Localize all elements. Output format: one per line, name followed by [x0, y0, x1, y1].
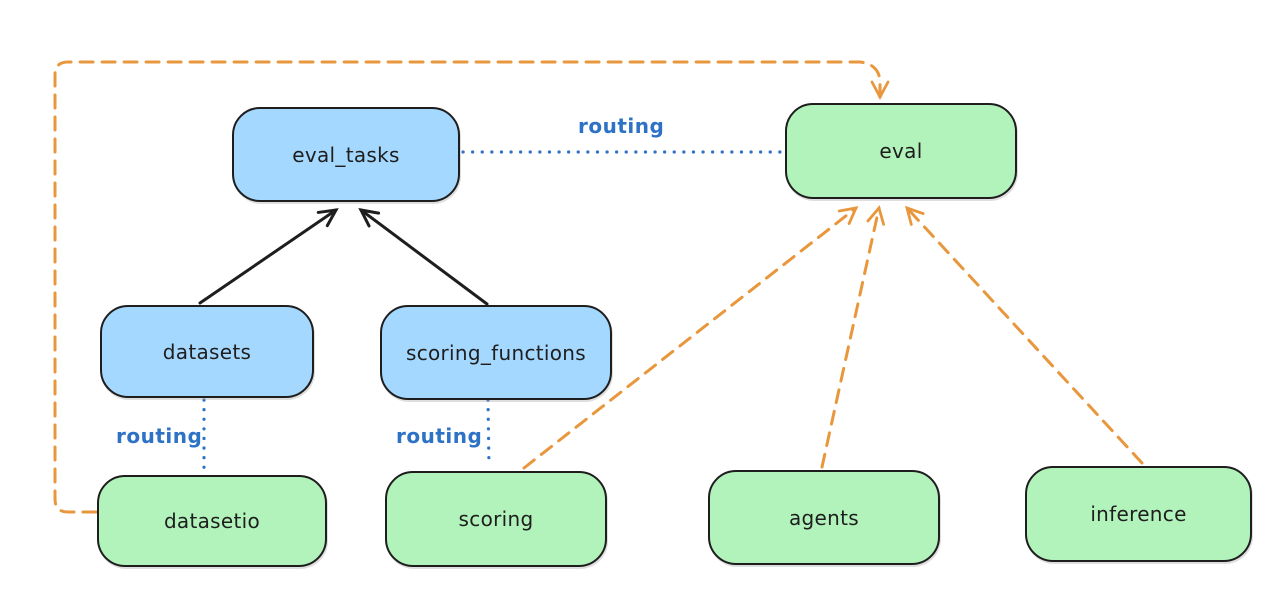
node-datasetio: datasetio: [97, 475, 327, 567]
node-eval-tasks: eval_tasks: [232, 107, 460, 202]
routing-label-eval-tasks-eval: routing: [578, 114, 665, 138]
node-scoring-functions-label: scoring_functions: [405, 340, 587, 365]
routing-label-datasets-datasetio: routing: [116, 424, 203, 448]
node-datasetio-label: datasetio: [163, 509, 261, 533]
node-agents: agents: [708, 470, 940, 565]
node-eval: eval: [785, 103, 1017, 199]
routing-label-scoring-functions-scoring: routing: [396, 424, 483, 448]
node-inference-label: inference: [1090, 502, 1187, 526]
edge-inference-to-eval: [904, 205, 1144, 465]
edge-datasetio-to-eval: [53, 60, 890, 514]
edge-datasets-to-eval-tasks: [198, 208, 339, 305]
node-inference: inference: [1025, 466, 1252, 562]
node-scoring-label: scoring: [458, 507, 534, 531]
node-eval-label: eval: [879, 139, 923, 163]
edge-scoring-functions-to-eval-tasks: [358, 207, 489, 306]
edge-agents-to-eval: [820, 205, 885, 469]
node-datasets-label: datasets: [162, 339, 252, 364]
edge-scoring-functions-to-scoring-routing: [486, 398, 491, 469]
node-datasets: datasets: [100, 305, 314, 398]
node-scoring-functions: scoring_functions: [380, 305, 612, 400]
node-eval-tasks-label: eval_tasks: [292, 142, 400, 167]
node-scoring: scoring: [385, 471, 607, 567]
edge-scoring-to-eval: [522, 206, 859, 470]
node-agents-label: agents: [789, 505, 859, 530]
